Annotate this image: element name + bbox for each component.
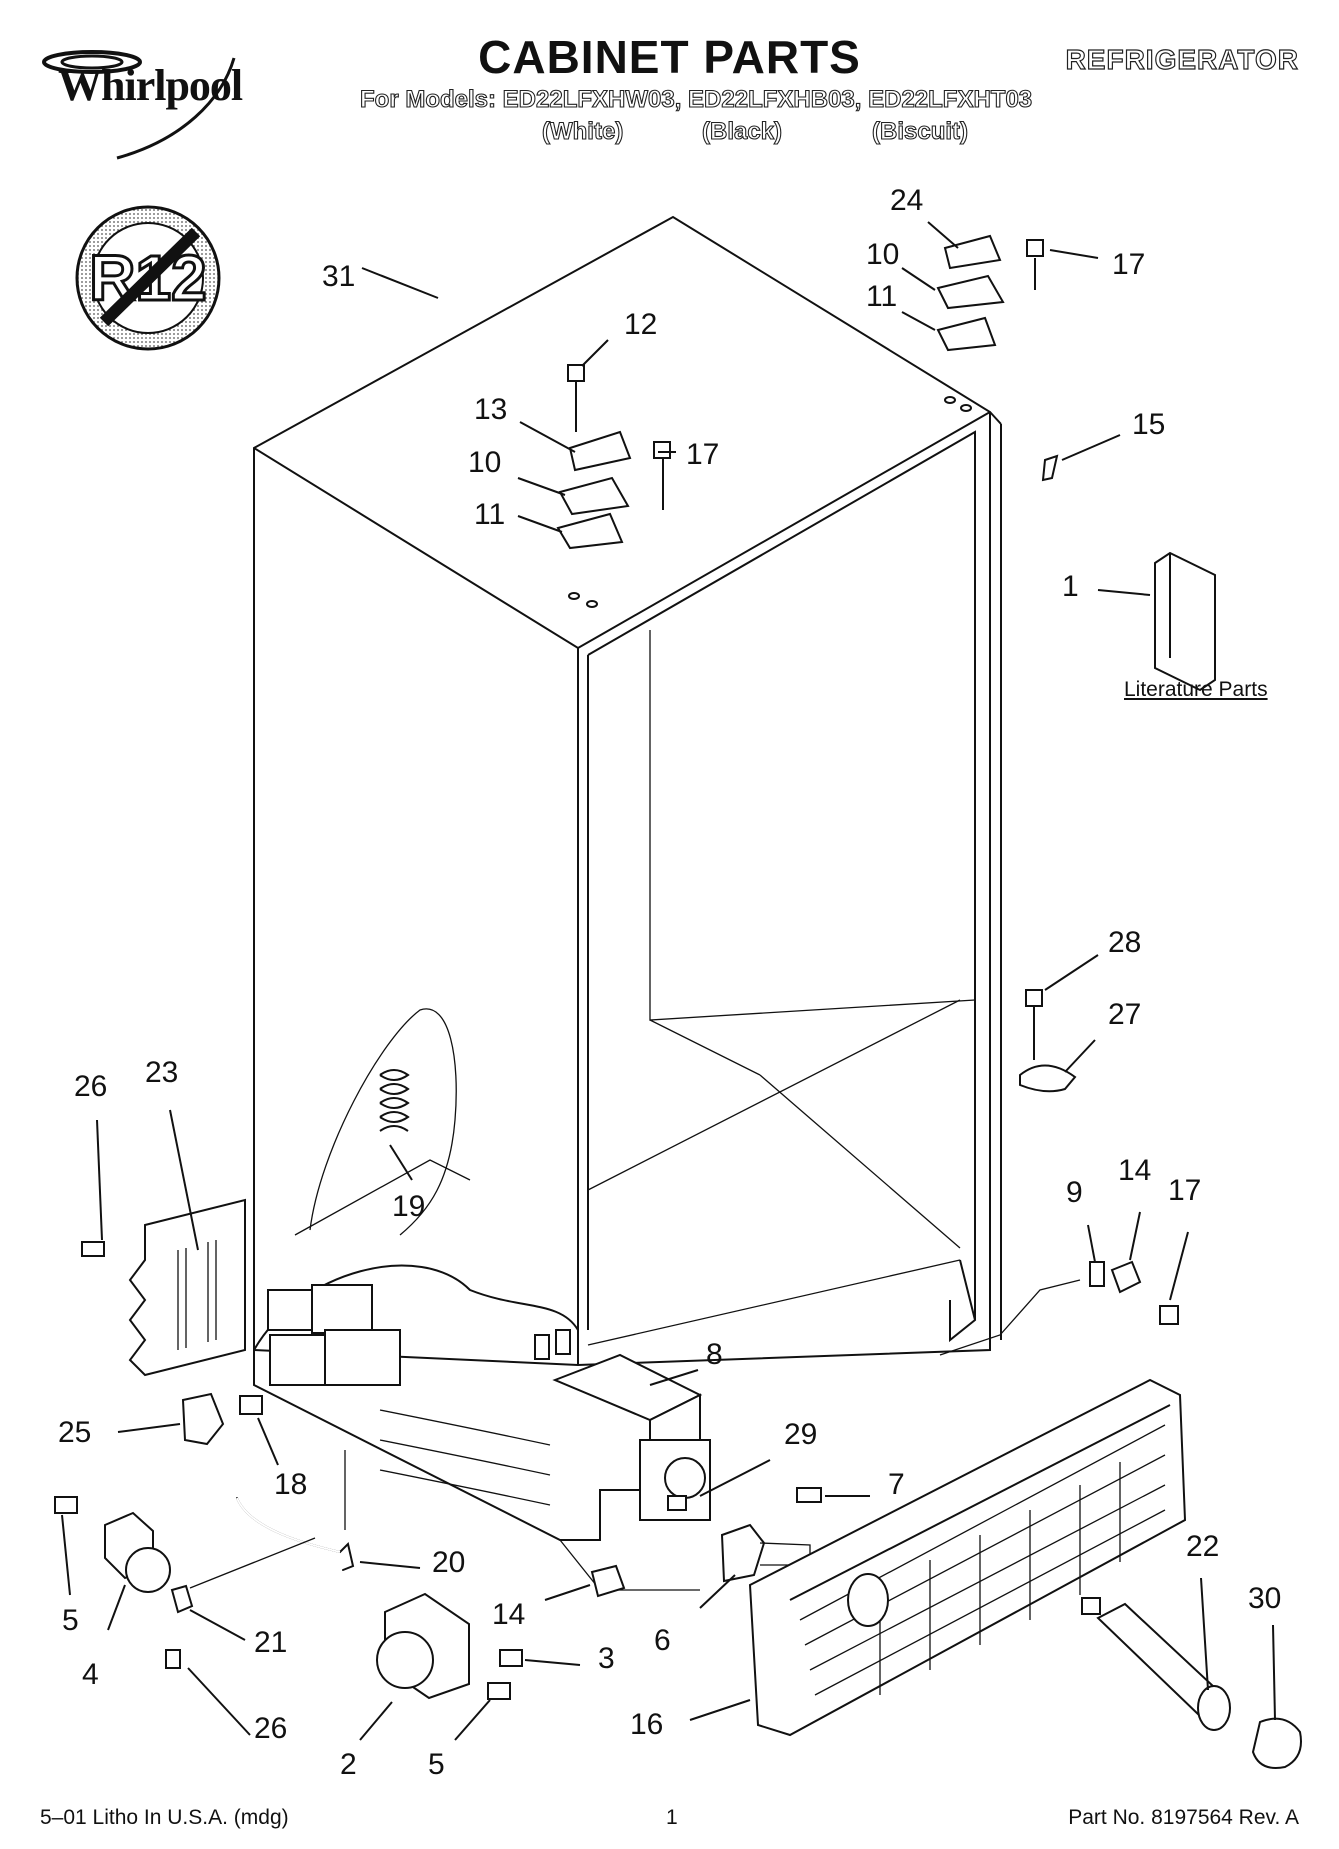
screw-26-lower (165, 1649, 181, 1669)
whirlpool-logo (42, 50, 236, 160)
literature-parts-label: Literature Parts (1124, 678, 1268, 701)
clip-6 (720, 1523, 766, 1583)
callout-24: 24 (890, 184, 924, 217)
callout-7: 7 (888, 1468, 905, 1501)
callout-3: 3 (598, 1642, 615, 1675)
variant-biscuit: (Biscuit) (871, 117, 968, 145)
top-hinge-right (936, 234, 1044, 412)
callout-17-right: 17 (1168, 1174, 1202, 1207)
callout-2: 2 (340, 1748, 357, 1781)
callout-23: 23 (145, 1056, 179, 1089)
variant-white: (White) (541, 117, 624, 145)
clip-21 (170, 1584, 194, 1614)
callout-22: 22 (1186, 1530, 1220, 1563)
callout-12: 12 (624, 308, 658, 341)
callout-10-right: 10 (866, 238, 900, 271)
callout-16: 16 (630, 1708, 664, 1741)
screw-5-right (487, 1682, 511, 1700)
screw-28 (1025, 989, 1043, 1007)
callout-14-middle: 14 (492, 1598, 526, 1631)
top-hinge-left (556, 364, 671, 608)
callout-8: 8 (706, 1338, 723, 1371)
toe-grille-16 (748, 1378, 1187, 1737)
callout-18: 18 (274, 1468, 308, 1501)
callout-26-lower: 26 (254, 1712, 288, 1745)
callout-5-right: 5 (428, 1748, 445, 1781)
page-title: CABINET PARTS (478, 31, 861, 83)
screw-18 (239, 1395, 263, 1415)
condenser-coil (379, 1069, 410, 1132)
callout-28: 28 (1108, 926, 1142, 959)
bracket-25 (181, 1392, 225, 1446)
callout-6: 6 (654, 1624, 671, 1657)
screw-7 (796, 1487, 822, 1503)
callout-20: 20 (432, 1546, 466, 1579)
callout-26-upper: 26 (74, 1070, 108, 1103)
callout-19: 19 (392, 1190, 426, 1223)
callout-29: 29 (784, 1418, 818, 1451)
bracket-14-right (1110, 1260, 1142, 1294)
no-r12-badge: R12 (75, 205, 221, 351)
callout-5-left: 5 (62, 1604, 79, 1637)
screw-17-right (1159, 1305, 1179, 1325)
literature-booklet (1154, 551, 1216, 692)
callout-25: 25 (58, 1416, 92, 1449)
callout-4: 4 (82, 1658, 99, 1691)
print-info: 5–01 Litho In U.S.A. (mdg) (40, 1806, 289, 1829)
door-stop-27 (1019, 1064, 1077, 1093)
cabinet-body (253, 215, 1081, 1591)
callout-9: 9 (1066, 1176, 1083, 1209)
clip-15 (1041, 454, 1059, 482)
brand-wordmark: Whirlpool (58, 61, 243, 110)
screw-29 (667, 1495, 687, 1511)
callout-17-top: 17 (1112, 248, 1146, 281)
leader-lines (61, 221, 1276, 1741)
callout-10-left: 10 (468, 446, 502, 479)
model-list: For Models: ED22LFXHW03, ED22LFXHB03, ED… (359, 85, 1033, 113)
drain-tube-20 (236, 1497, 355, 1571)
callout-13: 13 (474, 393, 508, 426)
page-number: 1 (666, 1806, 678, 1829)
callout-15: 15 (1132, 408, 1166, 441)
compressor-assembly (267, 1284, 551, 1506)
water-filter-22 (1081, 1597, 1231, 1731)
bracket-9 (1089, 1261, 1105, 1287)
filter-cap-30 (1251, 1717, 1302, 1769)
callout-27: 27 (1108, 998, 1142, 1031)
part-number: Part No. 8197564 Rev. A (1068, 1806, 1299, 1829)
callout-31: 31 (322, 260, 356, 293)
callout-11-right: 11 (866, 280, 898, 313)
appliance-category: REFRIGERATOR (1065, 43, 1299, 75)
clip-14-middle (590, 1564, 626, 1598)
callout-1: 1 (1062, 570, 1079, 603)
callout-21: 21 (254, 1626, 288, 1659)
water-valve-8 (534, 1329, 711, 1521)
callout-30: 30 (1248, 1582, 1282, 1615)
callout-14-right: 14 (1118, 1154, 1152, 1187)
screw-3 (499, 1649, 523, 1667)
callout-11-left: 11 (474, 498, 506, 531)
back-panel-23 (81, 1198, 246, 1377)
roller-4 (125, 1547, 171, 1593)
screw-5-left (54, 1496, 78, 1514)
callout-17-mid: 17 (686, 438, 720, 471)
variant-black: (Black) (701, 117, 783, 145)
